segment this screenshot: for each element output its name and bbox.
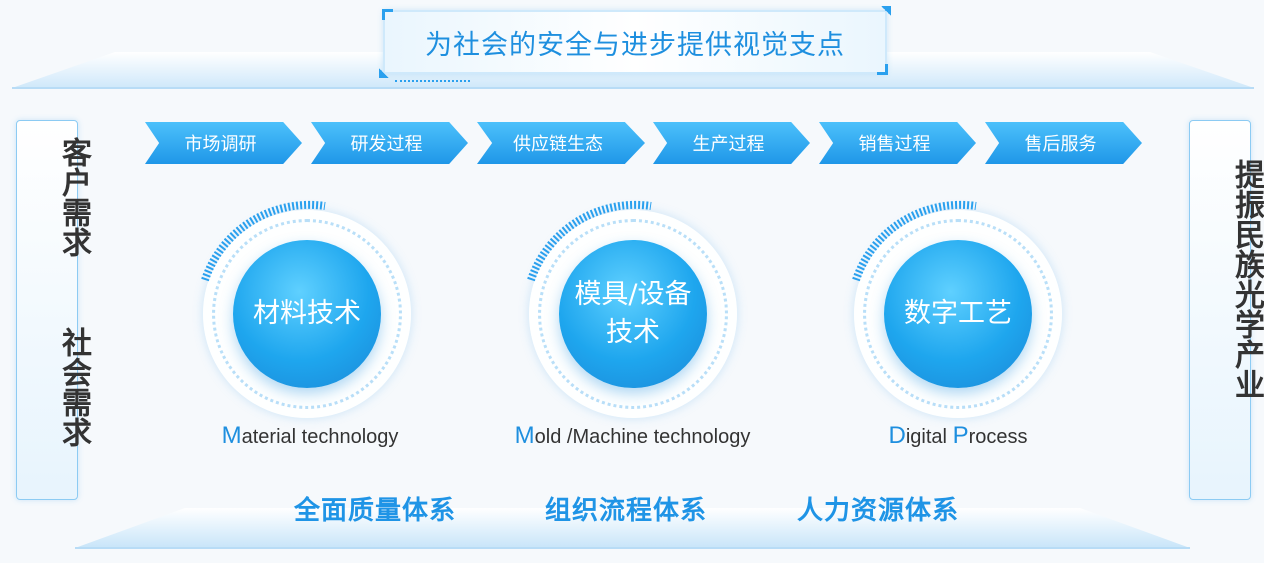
corner-mark <box>382 9 393 20</box>
caption-text: rocess <box>968 426 1028 448</box>
process-step: 生产过程 <box>653 122 810 164</box>
support-system-hr: 人力资源体系 <box>797 496 960 526</box>
corner-triangle <box>379 68 389 78</box>
tech-label: 模具/设备 <box>574 279 692 310</box>
tech-circle-mold-machine: 模具/设备 技术 <box>559 240 707 388</box>
caption-text: old /Machine technology <box>534 426 751 448</box>
page-title: 为社会的安全与进步提供视觉支点 <box>425 29 845 61</box>
process-step: 市场调研 <box>145 122 302 164</box>
tech-label: 技术 <box>605 317 660 348</box>
arc-decoration <box>852 200 977 282</box>
tech-label: 数字工艺 <box>904 298 1012 329</box>
circle-dotted-ring <box>538 219 728 409</box>
title-dotted-line <box>395 80 470 82</box>
support-system-process: 组织流程体系 <box>545 496 708 526</box>
right-panel: 提振民族光学产业 <box>1189 120 1264 500</box>
tech-caption-mold-machine: Mold /Machine technology <box>480 422 785 452</box>
title-banner: 为社会的安全与进步提供视觉支点 <box>379 6 891 82</box>
arc-decoration <box>527 200 652 282</box>
tech-label-group: 模具/设备 技术 <box>574 276 691 352</box>
process-step: 研发过程 <box>311 122 468 164</box>
process-step: 供应链生态 <box>477 122 645 164</box>
tech-caption-material: Material technology <box>190 422 430 452</box>
customer-demand-label: 客户需求 <box>56 137 91 257</box>
arc-decoration <box>201 200 326 282</box>
tech-circle-material: 材料技术 <box>233 240 381 388</box>
caption-initial: P <box>952 422 969 449</box>
tech-label: 材料技术 <box>253 298 361 329</box>
process-step: 售后服务 <box>985 122 1142 164</box>
tech-caption-digital: Digital Process <box>838 422 1078 452</box>
tech-circle-digital: 数字工艺 <box>884 240 1032 388</box>
bottom-band <box>75 508 1190 548</box>
caption-initial: M <box>221 422 242 449</box>
social-demand-label: 社会需求 <box>56 327 91 447</box>
caption-initial: M <box>514 422 535 449</box>
circle-dotted-ring <box>863 219 1053 409</box>
caption-initial: D <box>888 422 906 449</box>
corner-mark <box>877 64 888 75</box>
process-step: 销售过程 <box>819 122 976 164</box>
circle-dotted-ring <box>212 219 402 409</box>
industry-goal-label: 提振民族光学产业 <box>1229 159 1264 399</box>
left-panel: 客户需求 社会需求 <box>16 120 91 500</box>
support-system-quality: 全面质量体系 <box>294 496 457 526</box>
corner-triangle <box>881 6 891 16</box>
caption-text: igital <box>905 426 953 448</box>
caption-text: aterial technology <box>241 426 399 448</box>
